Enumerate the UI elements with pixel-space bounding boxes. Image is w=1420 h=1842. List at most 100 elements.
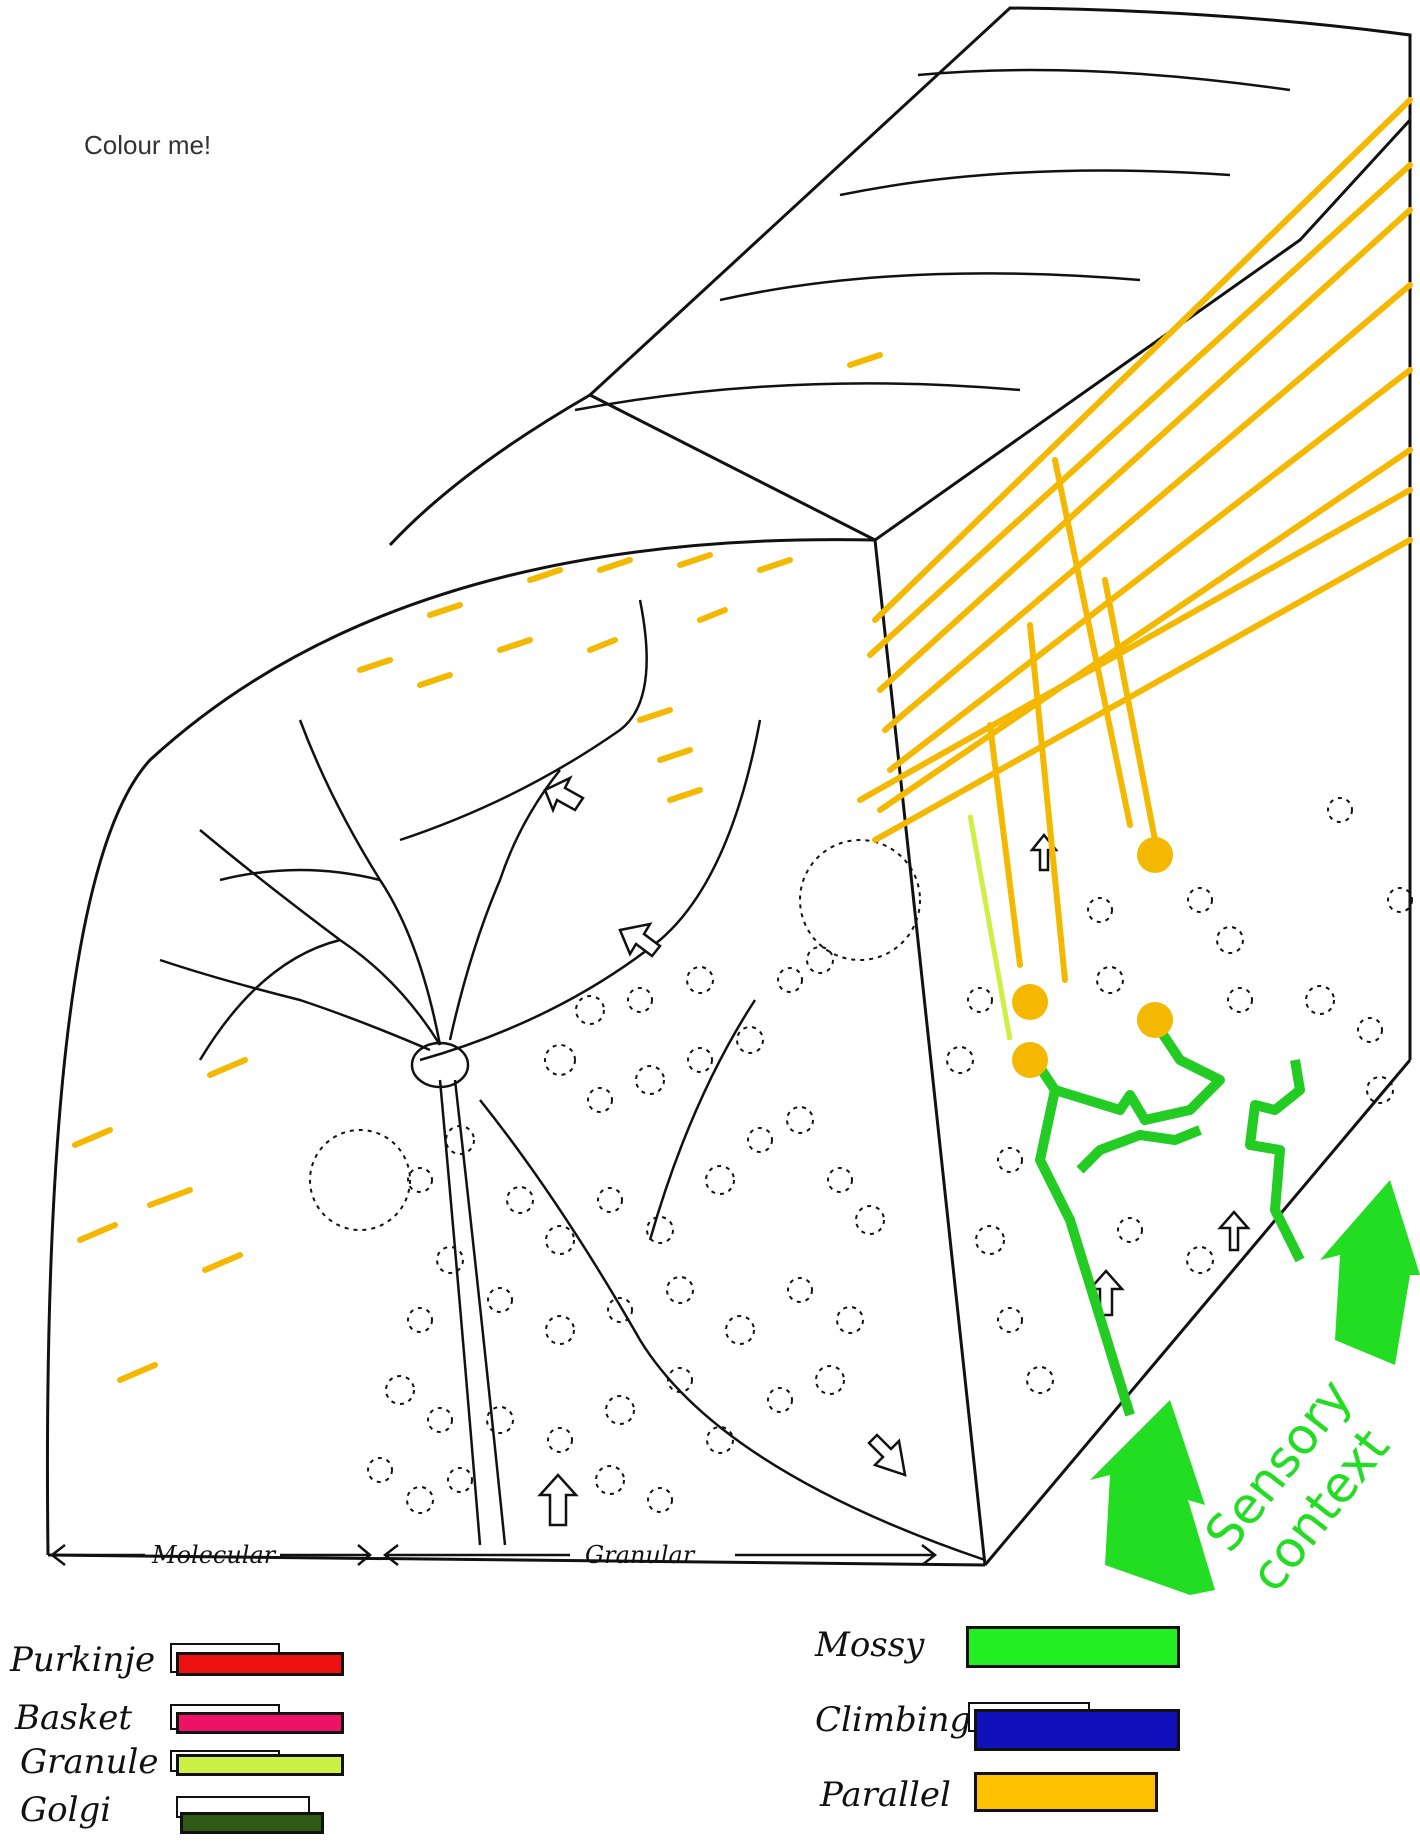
mossy-fibers bbox=[1035, 1030, 1300, 1415]
granule-cell-outline bbox=[596, 1466, 624, 1494]
arrow-icon bbox=[869, 1435, 905, 1475]
legend-swatch-climbing bbox=[974, 1709, 1180, 1751]
parallel-fiber-dash bbox=[430, 605, 460, 615]
parallel-fiber-dash bbox=[590, 640, 615, 650]
granule-cell-outline bbox=[816, 1366, 844, 1394]
sensory-context-label: Sensory context bbox=[1194, 1368, 1401, 1602]
parallel-fiber-dash bbox=[360, 660, 390, 670]
sensory-arrow-icon bbox=[1090, 1400, 1215, 1595]
parallel-fiber-dash bbox=[500, 640, 530, 650]
granule-cell-outline bbox=[788, 1278, 812, 1302]
granule-cell-outline bbox=[828, 1168, 852, 1192]
parallel-fibers bbox=[75, 100, 1410, 1380]
parallel-fiber-dash bbox=[205, 1255, 240, 1270]
granule-cell-outline bbox=[968, 988, 992, 1012]
legend-label-mossy: Mossy bbox=[815, 1625, 924, 1665]
granule-cell-outline bbox=[448, 1468, 472, 1492]
granule-cell-outline bbox=[688, 1048, 712, 1072]
parallel-fiber bbox=[875, 540, 1410, 840]
granule-cell-outline bbox=[1027, 1367, 1053, 1393]
granule-cell-outline bbox=[1367, 1077, 1393, 1103]
granule-cell-outline bbox=[368, 1458, 392, 1482]
granule-cell-outline bbox=[1188, 888, 1212, 912]
granule-cell-outline bbox=[778, 968, 802, 992]
granule-cell-outline bbox=[647, 1217, 673, 1243]
parallel-fiber-dash bbox=[660, 750, 690, 760]
granule-cell-outline bbox=[1328, 798, 1352, 822]
granule-cell-outline bbox=[408, 1168, 432, 1192]
granule-cell-outline bbox=[546, 1316, 574, 1344]
granule-cell-outline bbox=[1388, 888, 1412, 912]
granule-cell-outline bbox=[407, 1487, 433, 1513]
mossy-fiber bbox=[1055, 1030, 1220, 1120]
purkinje-axon bbox=[440, 1080, 480, 1545]
granule-cell-outline bbox=[667, 1277, 693, 1303]
granule-cell-outline bbox=[998, 1148, 1022, 1172]
legend-label-basket: Basket bbox=[15, 1698, 132, 1738]
granule-cell-outline bbox=[1187, 1247, 1213, 1273]
granule-cells bbox=[310, 798, 1412, 1513]
granule-cell-outline bbox=[1097, 967, 1123, 993]
granule-cell-outline bbox=[636, 1066, 664, 1094]
parallel-fiber-dash bbox=[150, 1190, 190, 1205]
folia-line bbox=[840, 171, 1230, 196]
sensory-arrow-icon bbox=[1320, 1180, 1420, 1365]
legend-swatch-basket bbox=[176, 1712, 344, 1734]
folia-line bbox=[575, 383, 1020, 410]
granule-soma bbox=[1137, 837, 1173, 873]
purkinje-dendrite bbox=[450, 770, 560, 1040]
basket-axon bbox=[400, 600, 647, 840]
legend-swatch-golgi bbox=[180, 1812, 324, 1834]
parallel-fiber bbox=[870, 165, 1410, 655]
purkinje-dendrite bbox=[220, 870, 380, 880]
granular-label: Granular bbox=[585, 1541, 696, 1569]
granule-cell-outline bbox=[726, 1316, 754, 1344]
granule-cell-outline bbox=[1088, 898, 1112, 922]
legend-swatch-purkinje bbox=[176, 1652, 344, 1676]
block-outline bbox=[47, 8, 1410, 1565]
parallel-fiber bbox=[860, 490, 1410, 800]
legend-label-climbing: Climbing bbox=[815, 1700, 971, 1740]
parallel-fiber-dash bbox=[75, 1130, 110, 1145]
arrow-icon bbox=[540, 1475, 576, 1525]
granule-cell-outline bbox=[588, 1088, 612, 1112]
arrow-icon bbox=[1220, 1212, 1248, 1250]
parallel-fiber-dash bbox=[670, 790, 700, 800]
granule-cell-outline bbox=[976, 1226, 1004, 1254]
granule-cell-outline bbox=[428, 1408, 452, 1432]
granule-somata bbox=[1012, 837, 1173, 1078]
folia-line bbox=[918, 70, 1290, 90]
flow-arrows bbox=[540, 778, 1248, 1525]
granule-cell-outline bbox=[488, 1288, 512, 1312]
parallel-fiber bbox=[1030, 625, 1065, 980]
granule-cell-outline bbox=[648, 1488, 672, 1512]
granule-soma bbox=[1012, 984, 1048, 1020]
granule-soma bbox=[1137, 1002, 1173, 1038]
granule-cell-outline bbox=[687, 967, 713, 993]
parallel-fiber-dash bbox=[120, 1365, 155, 1380]
mossy-fiber bbox=[1080, 1130, 1200, 1170]
granule-cell-outline bbox=[408, 1308, 432, 1332]
granule-cell-outline bbox=[748, 1128, 772, 1152]
purkinje-dendrite bbox=[160, 960, 430, 1050]
granule-cell-outline bbox=[606, 1396, 634, 1424]
legend-swatch-parallel bbox=[974, 1772, 1158, 1812]
parallel-fiber-dash bbox=[850, 355, 880, 365]
granule-cell-outline bbox=[1228, 988, 1252, 1012]
granule-cell-outline bbox=[507, 1187, 533, 1213]
parallel-fiber-dash bbox=[700, 610, 725, 620]
granule-cell-outline bbox=[598, 1188, 622, 1212]
granule-cell-outline bbox=[737, 1027, 763, 1053]
granule-cell-outline bbox=[787, 1107, 813, 1133]
purkinje-dendrite bbox=[200, 940, 340, 1060]
parallel-fiber-dash bbox=[600, 560, 630, 570]
granule-cell-outline bbox=[546, 1226, 574, 1254]
folia-lines bbox=[575, 70, 1290, 410]
molecular-label: Molecular bbox=[151, 1541, 277, 1569]
granule-cell-outline bbox=[386, 1376, 414, 1404]
mossy-fiber bbox=[1250, 1060, 1300, 1260]
granule-cell-outline bbox=[608, 1298, 632, 1322]
parallel-fiber-dash bbox=[210, 1060, 245, 1075]
legend-swatch-granule bbox=[176, 1754, 344, 1776]
